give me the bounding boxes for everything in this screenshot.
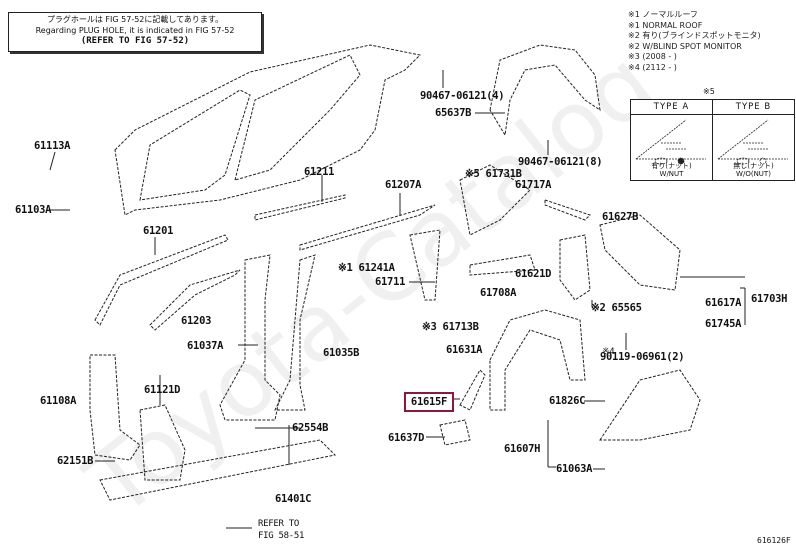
part-label-61063A[interactable]: 61063A <box>556 463 593 475</box>
part-label-62151B[interactable]: 62151B <box>57 455 94 467</box>
part-label-61201[interactable]: 61201 <box>143 225 174 237</box>
part-61703H <box>599 214 681 291</box>
part-61615F <box>459 369 486 411</box>
part-label-61711[interactable]: 61711 <box>375 276 406 288</box>
type-a-caption-en: W/NUT <box>659 170 684 178</box>
note-line-ref: (REFER TO FIG 57-52) <box>80 36 190 46</box>
type-b-illustration <box>717 119 788 165</box>
part-61627B <box>544 199 591 221</box>
body-side-door-opening-rear <box>234 54 361 181</box>
part-label-61211[interactable]: 61211 <box>304 166 335 178</box>
wheelhouse-liner <box>489 44 601 137</box>
part-61621D <box>559 234 591 301</box>
rail-61203 <box>149 269 241 331</box>
note-line-en: Regarding PLUG HOLE, it is indicated in … <box>35 26 235 35</box>
part-label-62554B[interactable]: 62554B <box>292 422 329 434</box>
part-label-90119-06961[interactable]: 90119-06961(2) <box>600 351 685 363</box>
part-label-61708A[interactable]: 61708A <box>480 287 517 299</box>
note-line-jp: プラグホールは FIG 57-52に記載してあります。 <box>46 15 224 24</box>
refer-to-label[interactable]: REFER TO <box>258 519 299 529</box>
part-61708A <box>469 254 536 276</box>
type-table-mark: ※5 <box>703 87 715 96</box>
part-label-61717A[interactable]: 61717A <box>515 179 552 191</box>
legend-item: ※1 NORMAL ROOF <box>628 20 703 30</box>
part-label-61713B[interactable]: ※3 61713B <box>422 321 479 333</box>
part-label-90119-mark: ※4 <box>602 347 615 357</box>
footnote-legend: ※1 ノーマルルーフ ※1 NORMAL ROOF ※2 有り(ブラインドスポッ… <box>628 10 761 73</box>
part-61631A <box>489 309 586 411</box>
part-label-61631A[interactable]: 61631A <box>446 344 483 356</box>
part-label-61037A[interactable]: 61037A <box>187 340 224 352</box>
type-b-header: TYPE B <box>713 100 794 115</box>
refer-fig-label[interactable]: FIG 58-51 <box>258 531 305 541</box>
part-label-61108A[interactable]: 61108A <box>40 395 77 407</box>
part-61731B <box>459 164 531 236</box>
rail-61211 <box>254 194 346 221</box>
part-label-61621D[interactable]: 61621D <box>515 268 552 280</box>
part-label-65565[interactable]: ※2 65565 <box>591 302 642 314</box>
part-label-61241A[interactable]: ※1 61241A <box>338 262 395 274</box>
part-label-65637B[interactable]: 65637B <box>435 107 472 119</box>
legend-item: ※2 W/BLIND SPOT MONITOR <box>628 41 742 51</box>
part-label-90467-06121-8[interactable]: 90467-06121(8) <box>518 156 603 168</box>
part-label-61703H[interactable]: 61703H <box>751 293 788 305</box>
part-label-61731B[interactable]: ※5 61731B <box>465 168 522 180</box>
part-label-61035B[interactable]: 61035B <box>323 347 360 359</box>
part-label-61627B[interactable]: 61627B <box>602 211 639 223</box>
pillar-61037A <box>219 254 281 421</box>
part-label-61401C[interactable]: 61401C <box>275 493 312 505</box>
type-a-illustration <box>635 119 706 165</box>
type-table: TYPE A 有り(ナット) W/NUT TYPE B <box>630 99 795 181</box>
type-a-column: TYPE A 有り(ナット) W/NUT <box>631 100 713 180</box>
rocker-61401C <box>99 439 337 501</box>
part-label-61113A[interactable]: 61113A <box>34 140 71 152</box>
part-61637D <box>439 419 471 446</box>
part-label-61615F[interactable]: 61615F <box>410 396 448 408</box>
legend-item: ※1 ノーマルルーフ <box>628 10 698 19</box>
rail-61201 <box>94 234 229 326</box>
legend-item: ※2 有り(ブラインドスポットモニタ) <box>628 31 761 40</box>
type-a-caption-jp: 有り(ナット) <box>651 162 692 170</box>
highlighted-part-61615F[interactable]: 61615F <box>404 392 454 412</box>
part-label-61617A[interactable]: 61617A <box>705 297 742 309</box>
part-label-61826C[interactable]: 61826C <box>549 395 586 407</box>
legend-item: ※3 (2008 - ) <box>628 52 677 61</box>
legend-item: ※4 (2112 - ) <box>628 62 677 72</box>
rail-61207A <box>299 204 436 251</box>
type-b-caption-en: W/O(NUT) <box>736 170 771 178</box>
pillar-61035B <box>274 254 316 411</box>
part-label-61103A[interactable]: 61103A <box>15 204 52 216</box>
type-a-header: TYPE A <box>631 100 712 115</box>
part-label-61745A[interactable]: 61745A <box>705 318 742 330</box>
part-61711 <box>409 229 441 301</box>
type-b-column: TYPE B 無し(ナット) W/O(NUT) <box>713 100 794 180</box>
type-b-caption-jp: 無し(ナット) <box>733 162 774 170</box>
part-label-90467-06121-4[interactable]: 90467-06121(4) <box>420 90 505 102</box>
figure-id: 616126F <box>757 536 791 545</box>
part-label-61607H[interactable]: 61607H <box>504 443 541 455</box>
part-61607H <box>599 369 701 441</box>
part-label-61121D[interactable]: 61121D <box>144 384 181 396</box>
pillar-61108A <box>89 354 141 461</box>
body-side-outer <box>114 44 422 216</box>
part-label-61203[interactable]: 61203 <box>181 315 212 327</box>
part-label-61207A[interactable]: 61207A <box>385 179 422 191</box>
plug-hole-note: プラグホールは FIG 57-52に記載してあります。 Regarding PL… <box>8 12 262 52</box>
body-side-door-opening-front <box>139 89 251 201</box>
part-label-61637D[interactable]: 61637D <box>388 432 425 444</box>
